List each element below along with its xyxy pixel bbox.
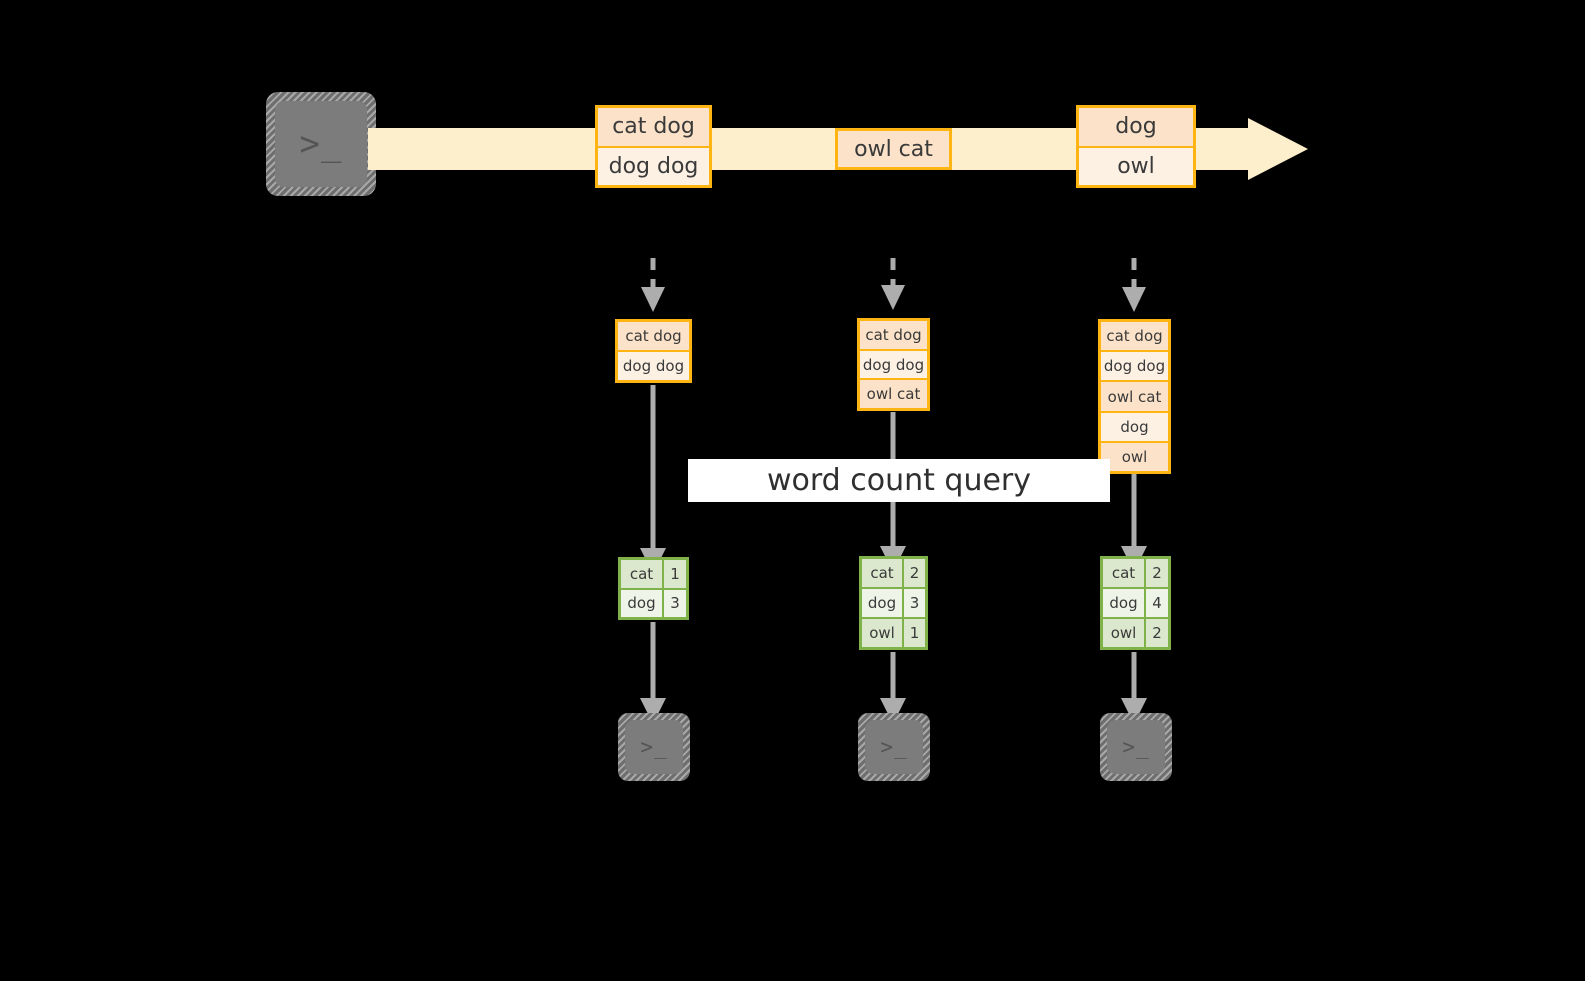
- snapshot-table-2-line-3: owl cat: [860, 380, 927, 409]
- snapshot-table-1: cat dog dog dog: [615, 319, 692, 383]
- result-table-1-row-2: dog 3: [621, 589, 686, 617]
- result-word: owl: [1103, 619, 1146, 647]
- result-word: cat: [1103, 559, 1146, 587]
- result-word: cat: [862, 559, 904, 587]
- sink-terminal-icon-1: >_: [618, 713, 690, 781]
- stream-event-3-line-2: owl: [1079, 147, 1193, 185]
- snapshot-table-3-line-2: dog dog: [1101, 352, 1168, 383]
- result-word: dog: [1103, 589, 1146, 617]
- stream-event-3-line-1: dog: [1079, 108, 1193, 148]
- snapshot-table-1-line-2: dog dog: [618, 352, 689, 380]
- result-table-3-row-3: owl 2: [1103, 619, 1168, 647]
- stream-event-2-line-1: owl cat: [838, 131, 949, 167]
- result-table-2-row-3: owl 1: [862, 619, 925, 647]
- terminal-prompt-glyph: >_: [880, 734, 908, 759]
- terminal-screen: [275, 101, 367, 187]
- snapshot-table-1-line-1: cat dog: [618, 322, 689, 352]
- result-word: dog: [621, 589, 664, 617]
- result-table-2: cat 2 dog 3 owl 1: [859, 556, 928, 650]
- result-count: 3: [664, 589, 686, 617]
- result-count: 2: [1146, 559, 1168, 587]
- query-label: word count query: [688, 459, 1110, 502]
- snapshot-table-3-line-3: owl cat: [1101, 382, 1168, 413]
- result-table-3-row-1: cat 2: [1103, 559, 1168, 589]
- stream-event-3: dog owl: [1076, 105, 1196, 188]
- snapshot-table-2: cat dog dog dog owl cat: [857, 318, 930, 411]
- result-count: 4: [1146, 589, 1168, 617]
- result-table-1: cat 1 dog 3: [618, 557, 689, 620]
- terminal-prompt-glyph: >_: [640, 734, 668, 759]
- sink-terminal-icon-3: >_: [1100, 713, 1172, 781]
- terminal-screen: [625, 720, 683, 774]
- result-word: cat: [621, 560, 664, 588]
- result-table-1-row-1: cat 1: [621, 560, 686, 590]
- stream-event-1: cat dog dog dog: [595, 105, 712, 188]
- result-table-2-row-1: cat 2: [862, 559, 925, 589]
- terminal-screen: [865, 720, 923, 774]
- result-count: 3: [904, 589, 925, 617]
- snapshot-table-3-line-5: owl: [1101, 442, 1168, 472]
- stream-event-2: owl cat: [835, 128, 952, 170]
- result-table-2-row-2: dog 3: [862, 589, 925, 619]
- sink-terminal-icon-2: >_: [858, 713, 930, 781]
- terminal-screen: [1107, 720, 1165, 774]
- result-word: dog: [862, 589, 904, 617]
- result-count: 1: [664, 560, 686, 588]
- result-count: 2: [904, 559, 925, 587]
- snapshot-table-3-line-4: dog: [1101, 412, 1168, 443]
- result-table-3-row-2: dog 4: [1103, 589, 1168, 619]
- snapshot-table-2-line-1: cat dog: [860, 321, 927, 351]
- source-terminal-icon: >_: [266, 92, 376, 196]
- result-count: 2: [1146, 619, 1168, 647]
- terminal-prompt-glyph: >_: [299, 124, 343, 164]
- result-count: 1: [904, 619, 925, 647]
- stream-event-1-line-2: dog dog: [598, 147, 709, 185]
- result-table-3: cat 2 dog 4 owl 2: [1100, 556, 1171, 650]
- snapshot-table-3-line-1: cat dog: [1101, 322, 1168, 353]
- result-word: owl: [862, 619, 904, 647]
- terminal-prompt-glyph: >_: [1122, 734, 1150, 759]
- snapshot-table-3: cat dog dog dog owl cat dog owl: [1098, 319, 1171, 474]
- query-label-text: word count query: [766, 463, 1032, 498]
- snapshot-table-2-line-2: dog dog: [860, 350, 927, 381]
- stream-event-1-line-1: cat dog: [598, 108, 709, 148]
